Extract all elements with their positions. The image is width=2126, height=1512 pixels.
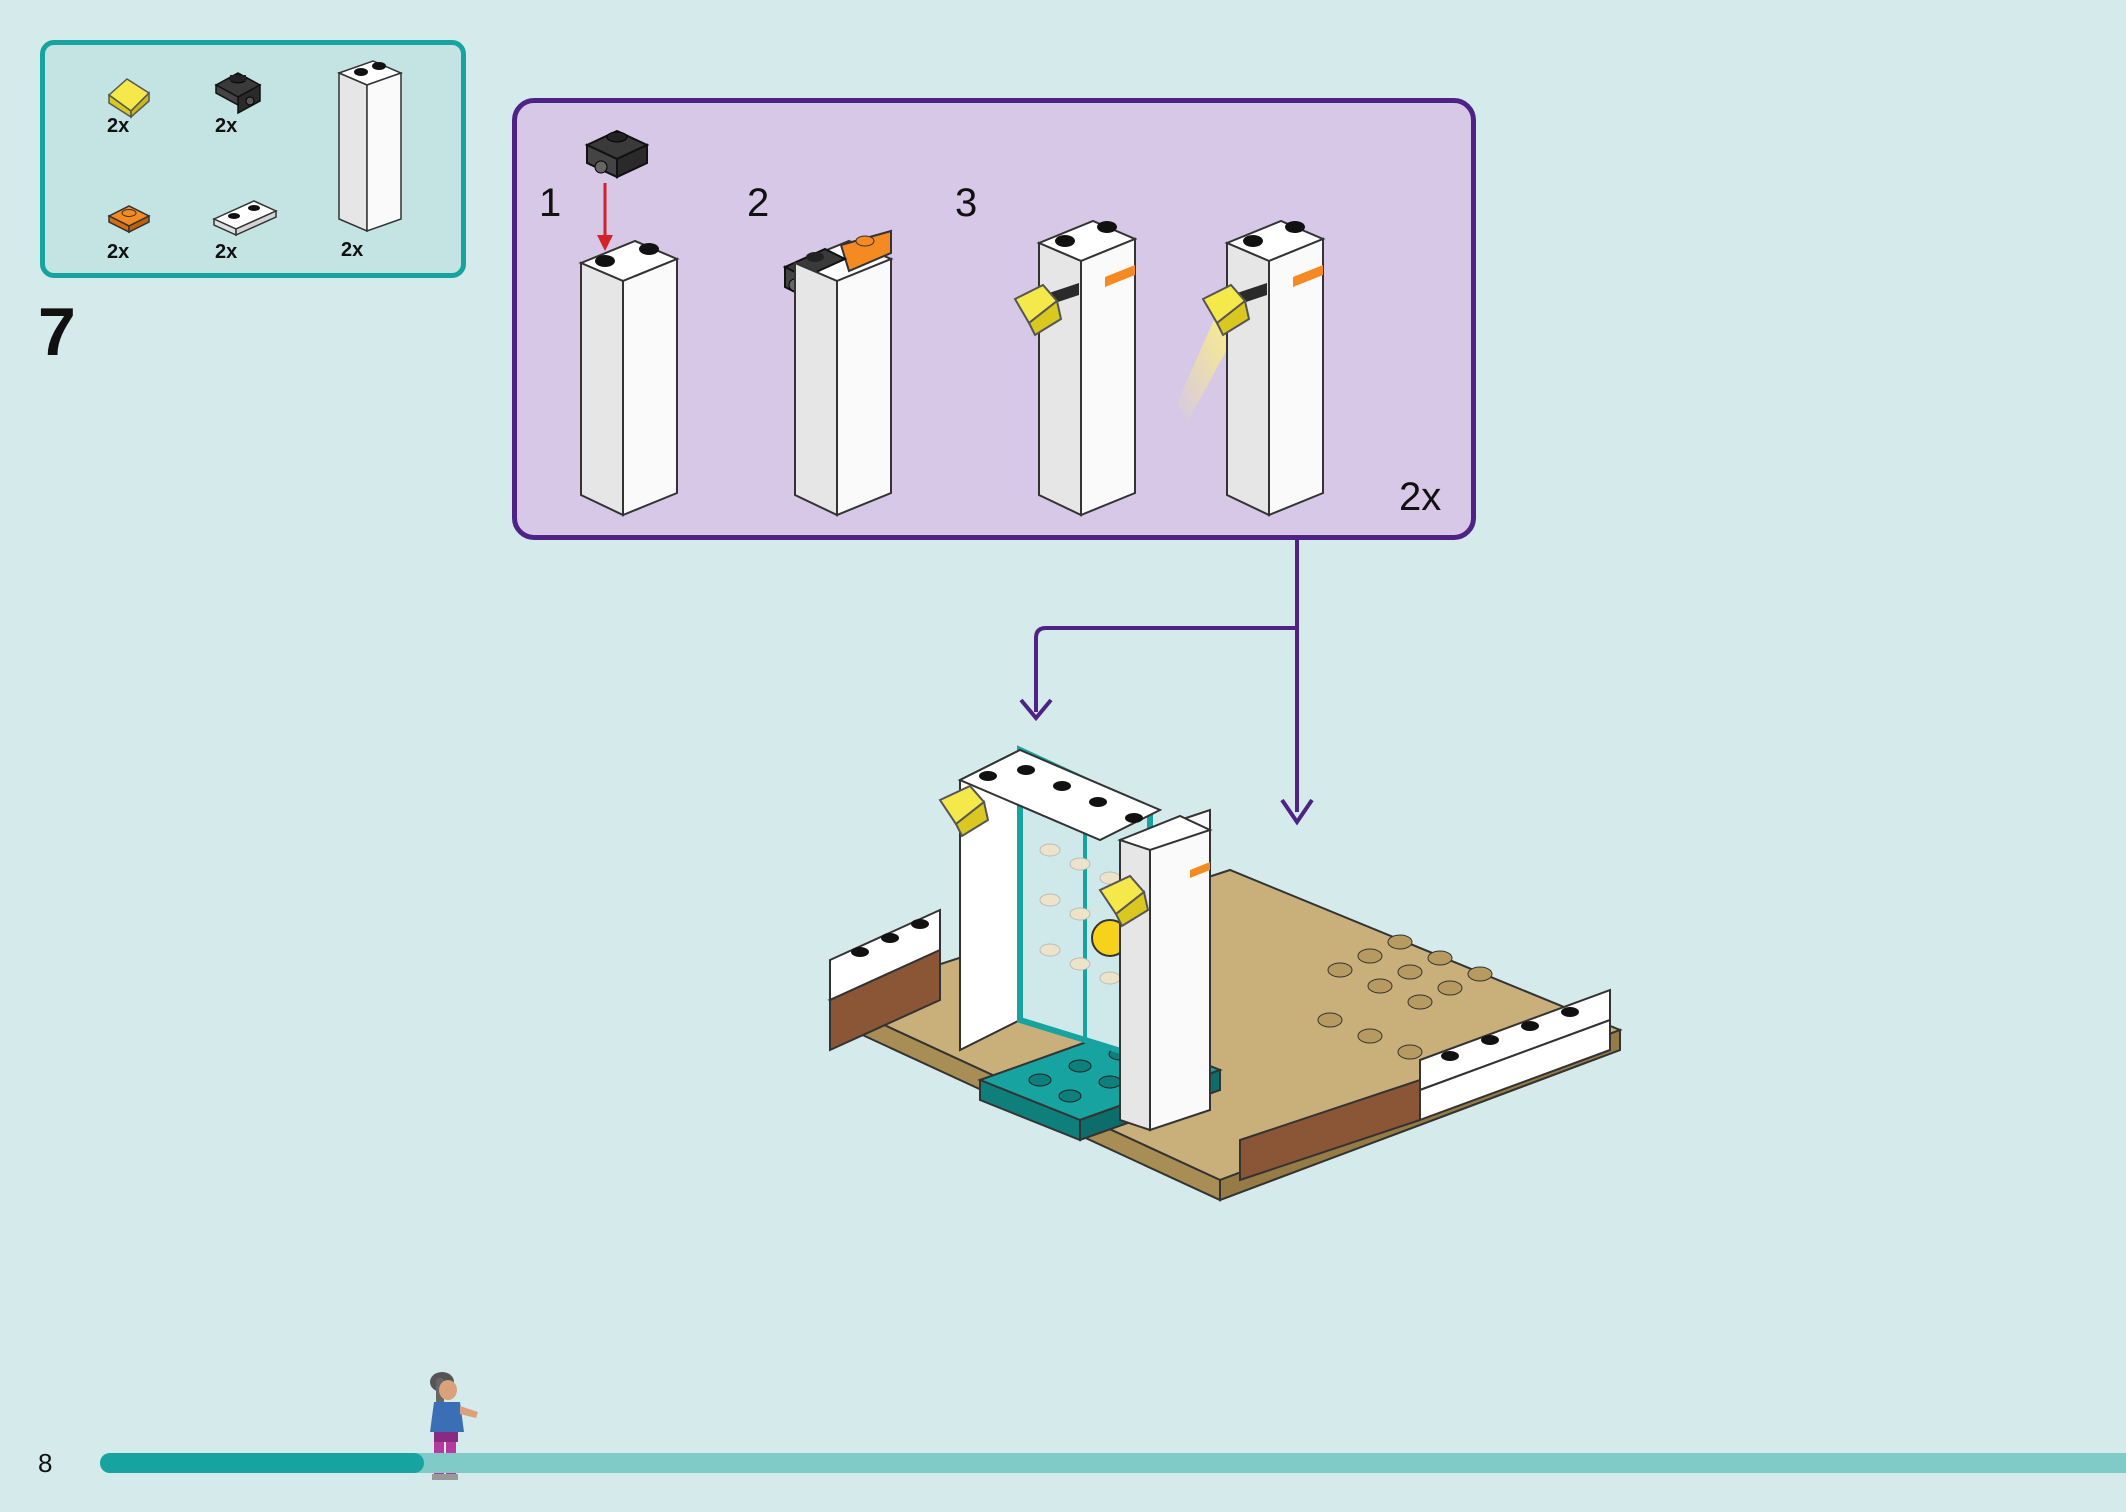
orange-plate-icon [107, 205, 151, 234]
step-number: 7 [38, 294, 76, 370]
build-progress-bar [100, 1453, 2126, 1473]
part-qty: 2x [215, 241, 238, 263]
white-plate-icon [212, 200, 278, 237]
page-number: 8 [38, 1448, 53, 1478]
build-progress-fill [100, 1453, 425, 1473]
white-tall-brick-icon [336, 60, 404, 233]
yellow-transparent-slope-icon [107, 78, 151, 119]
part-qty: 2x [107, 241, 130, 263]
sub-step-3-illustration [1013, 219, 1138, 517]
sub-assembly-multiplier: 2x [1399, 475, 1442, 519]
yellow-transparent-slope-icon [1201, 283, 1251, 337]
part-qty: 2x [107, 115, 130, 137]
model-assembly-illustration [827, 745, 1623, 1202]
yellow-transparent-slope-icon [1013, 283, 1063, 337]
sub-step-2-label: 2 [747, 181, 770, 225]
black-bracket-plate-icon [584, 129, 650, 179]
sub-step-1-illustration [578, 129, 680, 517]
sub-step-1-label: 1 [539, 181, 562, 225]
yellow-transparent-slope-icon [938, 784, 990, 838]
yellow-transparent-slope-icon [1098, 874, 1150, 928]
black-bracket-plate-icon [214, 72, 262, 115]
part-qty: 2x [341, 239, 364, 261]
part-qty: 2x [215, 115, 238, 137]
white-tall-brick-icon [578, 239, 680, 517]
sub-assembly-callout: 1 2 3 2x [512, 98, 1476, 540]
parts-list: 2x 2x 2x 2x 2x [40, 40, 466, 278]
sub-step-final-illustration [1177, 219, 1326, 517]
sub-step-3-label: 3 [955, 181, 978, 225]
sub-step-2-illustration [782, 229, 894, 517]
